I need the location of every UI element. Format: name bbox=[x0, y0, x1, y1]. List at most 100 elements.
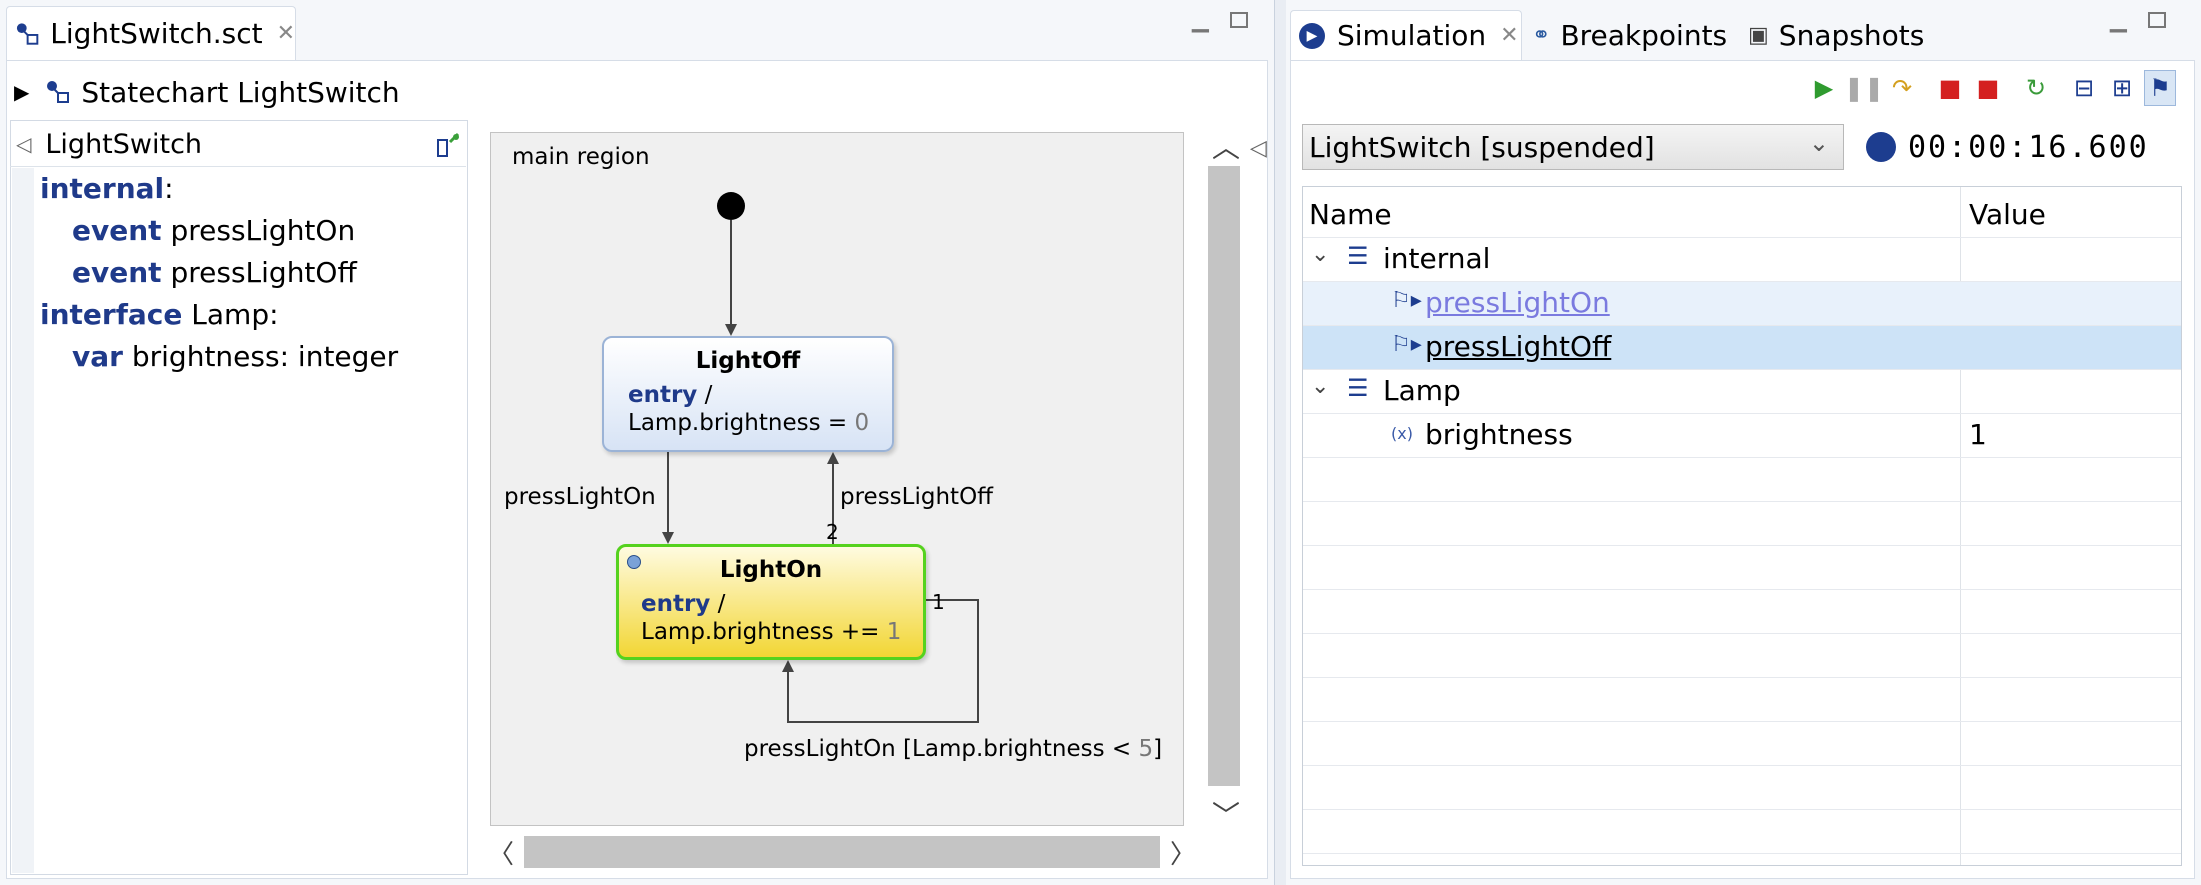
column-header-name[interactable]: Name bbox=[1309, 198, 1392, 231]
scroll-left-icon[interactable]: 〈 bbox=[488, 840, 515, 870]
tree-row-empty bbox=[1303, 810, 2181, 854]
tab-label: Simulation bbox=[1337, 19, 1487, 52]
definition-line[interactable]: interface Lamp: bbox=[40, 298, 279, 331]
event-raise-link[interactable]: pressLightOff bbox=[1425, 330, 1612, 363]
step-over-icon[interactable]: ↷ bbox=[1891, 74, 1913, 102]
terminate-icon[interactable]: ■ bbox=[1938, 74, 1962, 102]
chevron-down-icon[interactable]: ⌄ bbox=[1311, 242, 1330, 267]
definition-line[interactable]: internal: bbox=[40, 172, 174, 205]
editor-tab-title: LightSwitch.sct bbox=[50, 17, 263, 50]
transition-label-press-on[interactable]: pressLightOn bbox=[504, 484, 656, 510]
tree-row-empty bbox=[1303, 590, 2181, 634]
breadcrumb[interactable]: ▶ Statechart LightSwitch bbox=[14, 70, 400, 114]
definition-line[interactable]: var brightness: integer bbox=[72, 340, 399, 373]
active-indicator-icon bbox=[627, 555, 641, 569]
tree-row-variable[interactable]: (x) brightness 1 bbox=[1303, 414, 2181, 458]
session-label: LightSwitch [suspended] bbox=[1309, 130, 1655, 164]
statechart-file-icon bbox=[16, 22, 39, 45]
camera-icon: ▣ bbox=[1748, 22, 1769, 48]
region-label: main region bbox=[512, 144, 650, 170]
simulation-timer: 00:00:16.600 bbox=[1908, 129, 2149, 165]
transition-priority: 2 bbox=[826, 520, 839, 544]
tab-breakpoints[interactable]: ⚭ Breakpoints bbox=[1532, 10, 1727, 60]
tree-row-event-selected[interactable]: ⚐▸ pressLightOff bbox=[1303, 326, 2181, 370]
state-name: LightOn bbox=[719, 557, 823, 583]
transition-priority: 1 bbox=[932, 590, 945, 614]
tab-label: Snapshots bbox=[1778, 18, 1925, 52]
transition-label-press-off[interactable]: pressLightOff bbox=[840, 484, 994, 510]
definition-line[interactable]: event pressLightOn bbox=[72, 214, 356, 247]
tree-row-lamp[interactable]: ⌄ ☰ Lamp bbox=[1303, 370, 2181, 414]
collapse-left-icon[interactable]: ◁ bbox=[16, 132, 32, 156]
scroll-right-icon[interactable]: 〉 bbox=[1170, 840, 1197, 870]
collapse-all-icon[interactable]: ⊟ bbox=[2073, 74, 2095, 102]
initial-state bbox=[717, 192, 745, 220]
state-name: LightOff bbox=[695, 348, 801, 374]
close-tab-icon[interactable]: ✕ bbox=[276, 21, 295, 46]
state-lightoff[interactable]: LightOff entry / Lamp.brightness = 0 bbox=[602, 336, 894, 452]
tree-row-internal[interactable]: ⌄ ☰ internal bbox=[1303, 238, 2181, 282]
transition-label-self-loop[interactable]: pressLightOn [Lamp.brightness < 5] bbox=[744, 736, 1163, 762]
clock-icon bbox=[1866, 132, 1896, 162]
editor-tab[interactable]: LightSwitch.sct ✕ bbox=[6, 6, 296, 60]
tab-label: Breakpoints bbox=[1560, 18, 1728, 52]
definition-header: ◁ LightSwitch bbox=[10, 122, 466, 167]
tree-row-empty bbox=[1303, 502, 2181, 546]
link-editor-icon[interactable]: ⚑ bbox=[2144, 70, 2176, 106]
variable-icon: (x) bbox=[1391, 424, 1413, 443]
tree-row-empty bbox=[1303, 634, 2181, 678]
interface-label: Lamp bbox=[1383, 374, 1461, 407]
scroll-down-icon[interactable]: ﹀ bbox=[1212, 799, 1241, 832]
tree-header-row: Name Value bbox=[1303, 194, 2181, 238]
variable-label: brightness bbox=[1425, 418, 1573, 451]
event-flag-icon[interactable]: ⚐▸ bbox=[1391, 288, 1422, 313]
self-loop-transition bbox=[782, 599, 979, 723]
maximize-icon[interactable] bbox=[2148, 12, 2166, 28]
tree-row-empty bbox=[1303, 678, 2181, 722]
transition-arrows bbox=[662, 192, 979, 723]
interface-icon: ☰ bbox=[1347, 374, 1369, 402]
breadcrumb-label: Statechart LightSwitch bbox=[81, 75, 400, 109]
expand-triangle-icon[interactable]: ▶ bbox=[14, 80, 30, 104]
variable-value[interactable]: 1 bbox=[1969, 418, 1987, 451]
tree-row-empty bbox=[1303, 722, 2181, 766]
definition-line[interactable]: event pressLightOff bbox=[72, 256, 357, 289]
column-divider[interactable] bbox=[1960, 187, 1961, 865]
scope-icon: ☰ bbox=[1347, 242, 1369, 270]
event-flag-icon[interactable]: ⚐▸ bbox=[1391, 332, 1422, 357]
expand-all-icon[interactable]: ⊞ bbox=[2111, 74, 2133, 102]
chevron-down-icon: ⌄ bbox=[1808, 129, 1829, 157]
state-lighton-active[interactable]: LightOn entry / Lamp.brightness += 1 bbox=[616, 544, 926, 660]
session-select[interactable]: LightSwitch [suspended] ⌄ bbox=[1302, 124, 1844, 170]
tab-simulation[interactable]: ▶ Simulation ✕ bbox=[1290, 10, 1522, 60]
definition-gutter bbox=[12, 168, 34, 873]
column-header-value[interactable]: Value bbox=[1969, 198, 2046, 231]
restart-icon[interactable]: ↻ bbox=[2025, 74, 2047, 102]
breakpoints-icon: ⚭ bbox=[1532, 22, 1551, 48]
close-tab-icon[interactable]: ✕ bbox=[1500, 23, 1519, 48]
pause-icon[interactable]: ❚❚ bbox=[1843, 74, 1885, 102]
scope-label: internal bbox=[1383, 242, 1491, 275]
tree-row-empty bbox=[1303, 766, 2181, 810]
main-region[interactable] bbox=[490, 132, 1184, 826]
event-raise-link[interactable]: pressLightOn bbox=[1425, 286, 1610, 319]
scroll-up-icon[interactable]: ︿ bbox=[1212, 131, 1241, 164]
statechart-icon bbox=[47, 81, 70, 103]
horizontal-scroll-thumb[interactable] bbox=[524, 836, 1160, 868]
terminate-all-icon[interactable]: ■ bbox=[1976, 74, 2000, 102]
minimize-icon[interactable]: ▁ bbox=[2110, 8, 2127, 33]
definition-section[interactable] bbox=[10, 120, 468, 875]
minimize-icon[interactable]: ▁ bbox=[1192, 8, 1209, 33]
tree-row-empty bbox=[1303, 458, 2181, 502]
pin-icon[interactable] bbox=[434, 132, 462, 165]
vertical-scroll-thumb[interactable] bbox=[1208, 166, 1240, 786]
definition-title: LightSwitch bbox=[45, 128, 203, 160]
play-circle-icon: ▶ bbox=[1299, 22, 1325, 49]
chevron-down-icon[interactable]: ⌄ bbox=[1311, 374, 1330, 399]
resume-icon[interactable]: ▶ bbox=[1814, 74, 1834, 102]
maximize-icon[interactable] bbox=[1230, 12, 1248, 28]
tab-snapshots[interactable]: ▣ Snapshots bbox=[1748, 10, 1924, 60]
tree-row-empty bbox=[1303, 546, 2181, 590]
tree-row-event[interactable]: ⚐▸ pressLightOn bbox=[1303, 282, 2181, 326]
palette-toggle-icon[interactable]: ◁ bbox=[1250, 136, 1267, 161]
